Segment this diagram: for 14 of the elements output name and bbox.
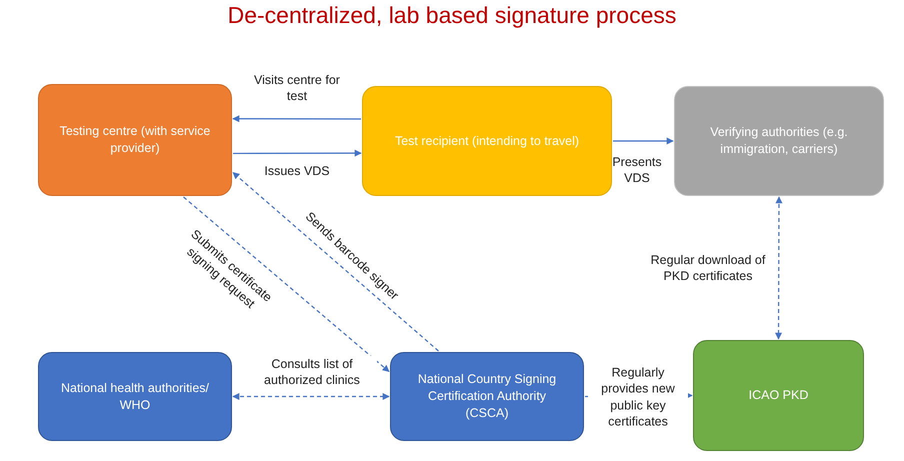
diagram-title: De-centralized, lab based signature process (228, 2, 676, 29)
dashed-arrow (232, 393, 390, 400)
dashed-arrow (775, 196, 782, 340)
process-box: Verifying authorities (e.g. immigration, carriers) (674, 86, 884, 196)
dashed-arrow (183, 196, 390, 372)
arrow (233, 150, 362, 157)
process-box: National Country Signing Certification Authority (CSCA) (390, 352, 584, 441)
dashed-arrow (232, 172, 439, 352)
process-box: Testing centre (with service provider) (38, 84, 232, 196)
arrow (613, 138, 674, 144)
arrow (232, 115, 361, 122)
process-box: ICAO PKD (693, 340, 864, 451)
process-box: National health authorities/ WHO (38, 352, 232, 441)
process-box: Test recipient (intending to travel) (362, 86, 612, 196)
